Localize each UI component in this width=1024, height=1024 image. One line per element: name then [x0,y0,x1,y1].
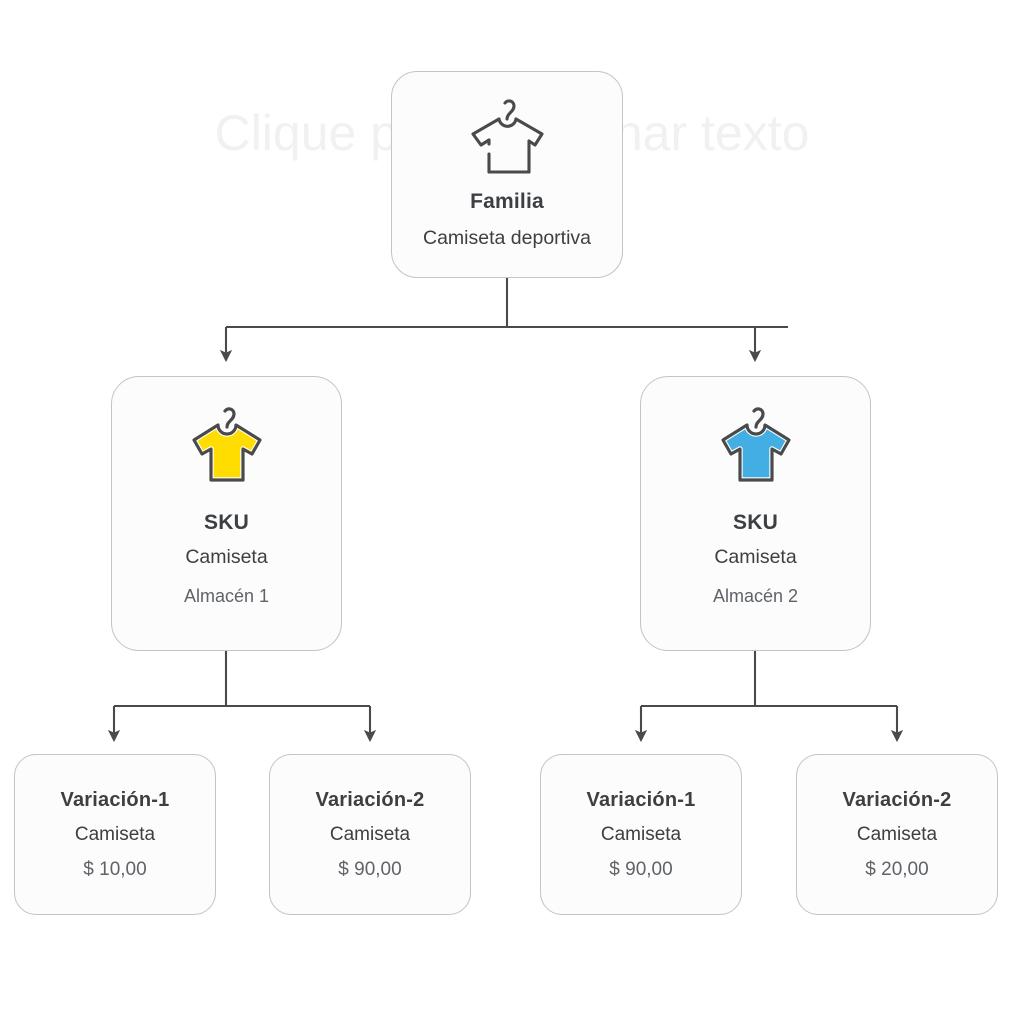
node-variacion-2b-price: $ 20,00 [865,858,929,880]
tshirt-hanger-blue-icon [710,399,802,491]
node-variacion-2b[interactable]: Variación-2 Camiseta $ 20,00 [796,754,998,915]
node-variacion-1a[interactable]: Variación-1 Camiseta $ 10,00 [14,754,216,915]
tshirt-hanger-yellow-icon [181,399,273,491]
node-familia[interactable]: Familia Camiseta deportiva [391,71,623,278]
tshirt-hanger-outline-icon [459,90,555,176]
edge-sku2-to-variations [634,651,904,743]
node-variacion-2a-title: Variación-2 [315,788,425,811]
node-variacion-1b-subtitle: Camiseta [600,823,682,845]
node-sku-almacen-1[interactable]: SKU Camiseta Almacén 1 [111,376,342,651]
node-variacion-2a-subtitle: Camiseta [329,823,411,845]
node-variacion-2b-subtitle: Camiseta [856,823,938,845]
node-variacion-2b-title: Variación-2 [842,788,952,811]
node-variacion-1b-price: $ 90,00 [609,858,673,880]
node-sku-1-title: SKU [204,511,249,534]
node-variacion-1a-subtitle: Camiseta [74,823,156,845]
node-variacion-1b-title: Variación-1 [586,788,696,811]
node-variacion-1a-price: $ 10,00 [83,858,147,880]
node-familia-title: Familia [470,190,544,213]
node-variacion-2a[interactable]: Variación-2 Camiseta $ 90,00 [269,754,471,915]
node-sku-2-title: SKU [733,511,778,534]
node-variacion-2a-price: $ 90,00 [338,858,402,880]
edge-familia-to-skus [219,278,788,363]
edge-sku1-to-variations [107,651,377,743]
node-sku-2-subtitle: Camiseta [714,546,797,569]
node-variacion-1a-title: Variación-1 [60,788,170,811]
node-sku-1-subtitle: Camiseta [185,546,268,569]
node-sku-almacen-2[interactable]: SKU Camiseta Almacén 2 [640,376,871,651]
node-variacion-1b[interactable]: Variación-1 Camiseta $ 90,00 [540,754,742,915]
node-sku-2-warehouse: Almacén 2 [712,585,799,606]
node-sku-1-warehouse: Almacén 1 [183,585,270,606]
node-familia-subtitle: Camiseta deportiva [423,227,591,250]
